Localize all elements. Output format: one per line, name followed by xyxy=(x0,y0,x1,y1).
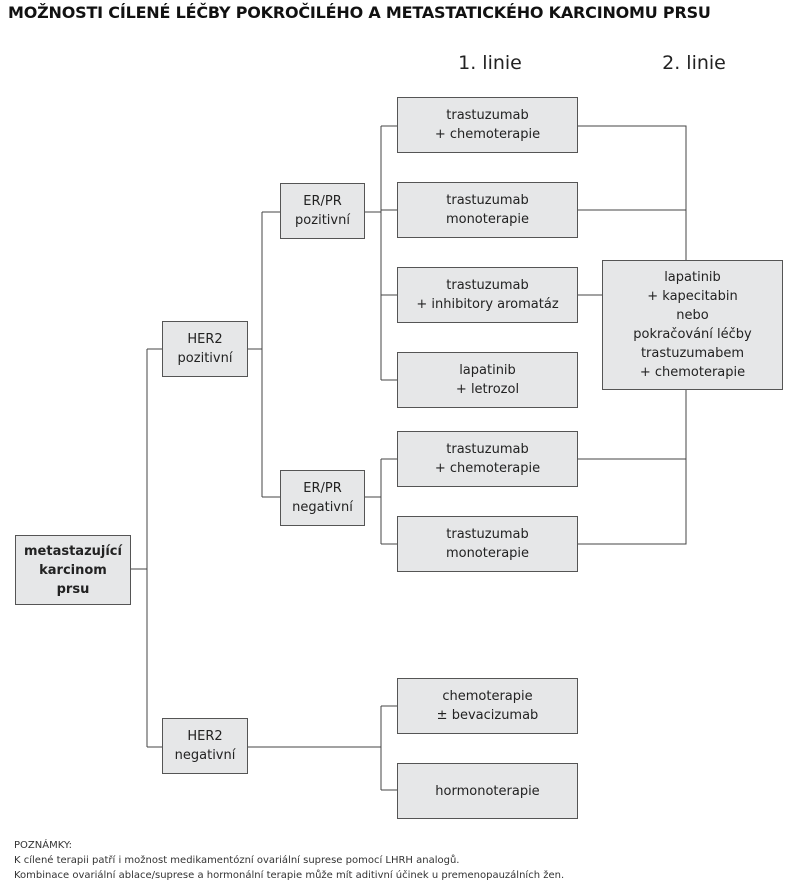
notes: POZNÁMKY: K cílené terapii patří i možno… xyxy=(14,838,564,883)
node-label: lapatinib + letrozol xyxy=(455,363,520,397)
node-second-line-therapy: lapatinib + kapecitabin nebo pokračování… xyxy=(602,260,783,390)
node-label: chemoterapie ± bevacizumab xyxy=(436,689,539,723)
node-label: trastuzumab + chemoterapie xyxy=(434,442,541,476)
node-label: ER/PR negativní xyxy=(292,481,353,515)
node-label: trastuzumab monoterapie xyxy=(445,527,530,561)
connector-second-upper xyxy=(577,125,687,260)
notes-line: Kombinace ovariální ablace/suprese a hor… xyxy=(14,870,565,881)
node-label: trastuzumab + chemoterapie xyxy=(434,108,541,142)
node-label: HER2 pozitivní xyxy=(177,332,233,366)
node-lapatinib-letrozol: lapatinib + letrozol xyxy=(397,352,578,408)
notes-line: K cílené terapii patří i možnost medikam… xyxy=(14,855,460,866)
connector-second-lower xyxy=(577,389,687,545)
notes-heading: POZNÁMKY: xyxy=(14,840,73,851)
node-label: trastuzumab monoterapie xyxy=(445,193,530,227)
node-metastatic-breast-cancer: metastazující karcinom prsu xyxy=(15,535,131,605)
page-title: MOŽNOSTI CÍLENÉ LÉČBY POKROČILÉHO A META… xyxy=(8,3,711,22)
node-trastuzumab-mono-2: trastuzumab monoterapie xyxy=(397,516,578,572)
node-label: lapatinib + kapecitabin nebo pokračování… xyxy=(633,270,752,380)
node-label: HER2 negativní xyxy=(174,729,236,763)
column-header-second-line: 2. linie xyxy=(662,52,726,74)
node-label: metastazující karcinom prsu xyxy=(24,543,122,597)
node-label: trastuzumab + inhibitory aromatáz xyxy=(416,278,559,312)
node-erpr-positive: ER/PR pozitivní xyxy=(280,183,365,239)
node-chemo-bevacizumab: chemoterapie ± bevacizumab xyxy=(397,678,578,734)
node-label: hormonoterapie xyxy=(435,783,540,799)
node-her2-negative: HER2 negativní xyxy=(162,718,248,774)
node-her2-positive: HER2 pozitivní xyxy=(162,321,248,377)
node-trastuzumab-chemo-1: trastuzumab + chemoterapie xyxy=(397,97,578,153)
column-header-first-line: 1. linie xyxy=(458,52,522,74)
node-hormonotherapy: hormonoterapie xyxy=(397,763,578,819)
node-label: ER/PR pozitivní xyxy=(295,194,350,228)
node-trastuzumab-mono-1: trastuzumab monoterapie xyxy=(397,182,578,238)
node-erpr-negative: ER/PR negativní xyxy=(280,470,365,526)
node-trastuzumab-aromatase: trastuzumab + inhibitory aromatáz xyxy=(397,267,578,323)
node-trastuzumab-chemo-2: trastuzumab + chemoterapie xyxy=(397,431,578,487)
